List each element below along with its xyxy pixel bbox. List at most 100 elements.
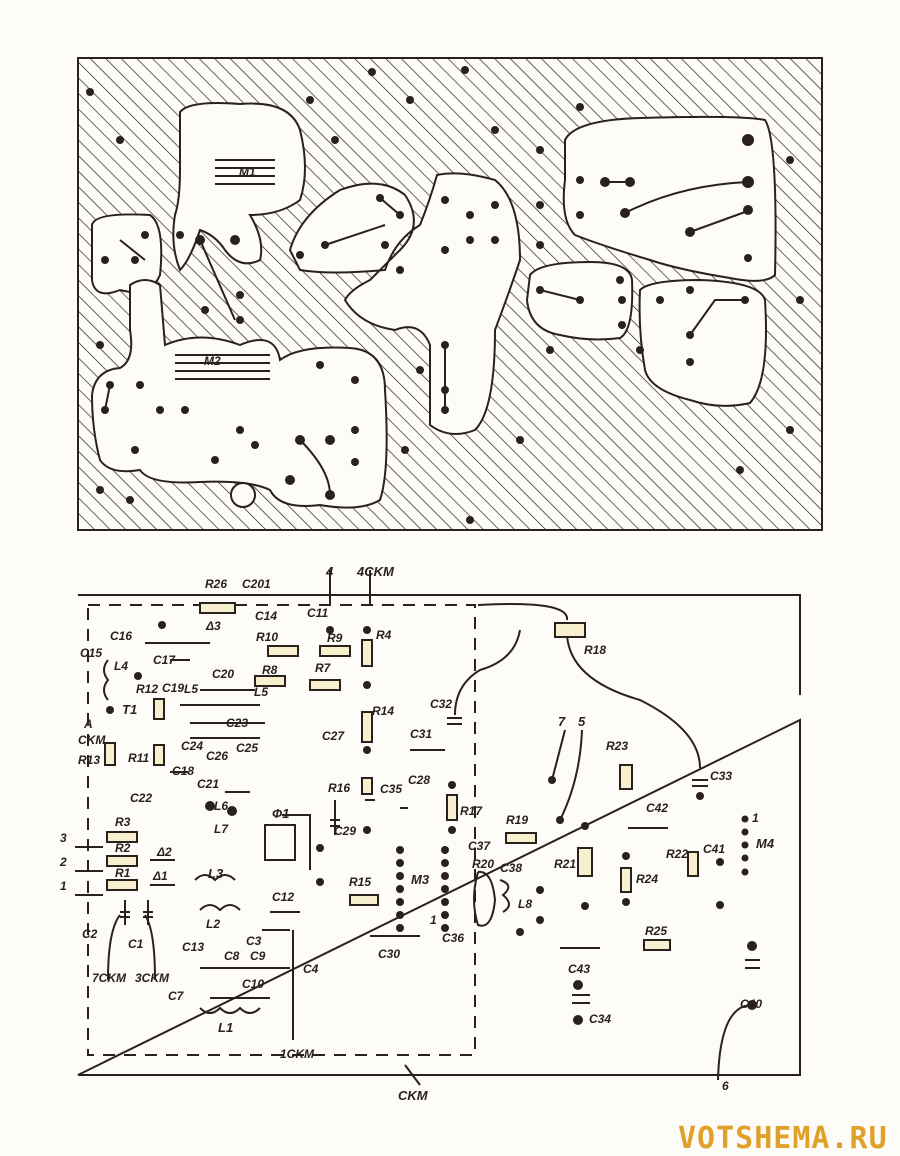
- label-R1: R1: [115, 866, 131, 880]
- label-C3: C3: [246, 934, 262, 948]
- label-L8: L8: [518, 897, 532, 911]
- label-R21: R21: [554, 857, 576, 871]
- label-R16: R16: [328, 781, 350, 795]
- label-M4: M4: [756, 836, 775, 851]
- label-R2: R2: [115, 841, 131, 855]
- label-R4: R4: [376, 628, 392, 642]
- ic-m1-label: M1: [239, 165, 256, 179]
- ic-m2-label: M2: [204, 354, 221, 368]
- label-C201: C201: [242, 577, 271, 591]
- label-pin1: 1: [60, 879, 67, 893]
- label-C14: C14: [255, 609, 277, 623]
- label-R20: R20: [472, 857, 494, 871]
- label-R3: R3: [115, 815, 131, 829]
- label-C4: C4: [303, 962, 319, 976]
- label-D2: Δ2: [156, 845, 172, 859]
- pads: [106, 621, 757, 1025]
- label-R19: R19: [506, 813, 528, 827]
- label-D3: Δ3: [205, 619, 221, 633]
- label-R17: R17: [460, 804, 483, 818]
- label-A: A: [83, 717, 93, 731]
- label-C11: C11: [307, 606, 328, 620]
- label-R25: R25: [645, 924, 667, 938]
- label-C9: C9: [250, 949, 266, 963]
- label-ckm: CKM: [398, 1088, 429, 1103]
- label-R9: R9: [327, 631, 343, 645]
- label-C32: C32: [430, 697, 452, 711]
- label-C22: C22: [130, 791, 152, 805]
- resistors: [104, 602, 699, 951]
- label-pin4: 4: [325, 564, 334, 579]
- label-R18: R18: [584, 643, 606, 657]
- label-R22: R22: [666, 847, 688, 861]
- label-R24: R24: [636, 872, 658, 886]
- label-C40: C40: [740, 997, 762, 1011]
- label-4ckm: 4CKM: [356, 564, 395, 579]
- label-R14: R14: [372, 704, 394, 718]
- label-C26: C26: [206, 749, 228, 763]
- label-C34: C34: [589, 1012, 611, 1026]
- watermark-logo: VOTSHEMA.RU: [678, 1121, 888, 1156]
- component-side-board: R26 C201 4 4CKM Δ3 C14 C11 R10 R9 R4 C16…: [59, 564, 801, 1103]
- label-C8: C8: [224, 949, 240, 963]
- label-C12: C12: [272, 890, 294, 904]
- label-L7: L7: [214, 822, 229, 836]
- copper-side-board: M1 M2: [77, 57, 823, 531]
- label-C20: C20: [212, 667, 234, 681]
- label-1ckm: 1CKM: [280, 1047, 315, 1061]
- label-R26: R26: [205, 577, 227, 591]
- label-C1: C1: [128, 937, 144, 951]
- label-M3: M3: [411, 872, 430, 887]
- label-C42: C42: [646, 801, 668, 815]
- label-m3-pin1: 1: [430, 913, 437, 927]
- island-m1: [172, 102, 306, 272]
- label-C18: C18: [172, 764, 194, 778]
- label-C41: C41: [703, 842, 725, 856]
- island-m2: [90, 279, 388, 509]
- label-L4: L4: [114, 659, 128, 673]
- component-labels: R26 C201 4 4CKM Δ3 C14 C11 R10 R9 R4 C16…: [59, 564, 775, 1103]
- label-C37: C37: [468, 839, 491, 853]
- label-C10: C10: [242, 977, 264, 991]
- label-pin2: 2: [59, 855, 67, 869]
- label-C33: C33: [710, 769, 732, 783]
- label-L5-left: L5: [184, 682, 198, 696]
- label-pin5: 5: [578, 714, 586, 729]
- label-C2: C2: [82, 927, 98, 941]
- capacitors-and-leads: [75, 642, 760, 1014]
- label-C21: C21: [197, 777, 219, 791]
- label-R12: R12: [136, 682, 158, 696]
- label-T1: T1: [122, 702, 137, 717]
- label-C35: C35: [380, 782, 402, 796]
- label-R23: R23: [606, 739, 628, 753]
- label-C7: C7: [168, 989, 185, 1003]
- label-pin7: 7: [558, 714, 566, 729]
- label-ckm-A: CKM: [78, 733, 106, 747]
- island-right-top: [562, 115, 777, 282]
- label-C36: C36: [442, 931, 464, 945]
- label-C19: C19: [162, 681, 184, 695]
- label-C16: C16: [110, 629, 132, 643]
- label-pin6: 6: [722, 1079, 729, 1093]
- label-m4-pin1: 1: [752, 811, 759, 825]
- label-R10: R10: [256, 630, 278, 644]
- label-R13: R13: [78, 753, 100, 767]
- label-C27: C27: [322, 729, 345, 743]
- label-D1: Δ1: [152, 869, 168, 883]
- label-C25: C25: [236, 741, 258, 755]
- pads: [86, 66, 804, 524]
- label-L5-right: L5: [254, 685, 268, 699]
- traces: [104, 159, 749, 496]
- island-right-bottom: [638, 278, 767, 407]
- label-C17: C17: [153, 653, 176, 667]
- label-C13: C13: [182, 940, 204, 954]
- label-C24: C24: [181, 739, 203, 753]
- label-C31: C31: [410, 727, 432, 741]
- label-R15: R15: [349, 875, 371, 889]
- label-C28: C28: [408, 773, 430, 787]
- label-R11: R11: [128, 751, 149, 765]
- label-R7: R7: [315, 661, 332, 675]
- label-L1: L1: [218, 1020, 233, 1035]
- label-C29: C29: [334, 824, 356, 838]
